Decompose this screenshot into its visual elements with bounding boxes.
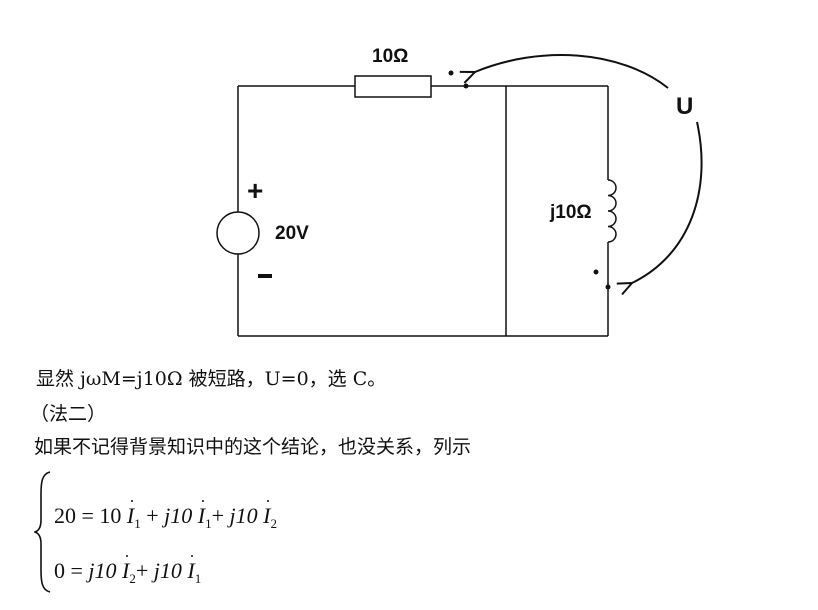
inductor-symbol [607,179,617,243]
eq1-lhs: 20 = 10 [54,503,122,528]
resistor-label: 10Ω [372,46,408,67]
explanation-text: 如果不记得背景知识中的这个结论，也没关系，列示 [34,436,472,458]
conclusion-text: 显然 jωM=j10Ω 被短路，U=0，选 C。 [36,368,387,390]
voltage-source-symbol [216,211,260,255]
equation-brace [34,471,51,593]
equation-1: 20 = 10 I1 + j10 I1+ j10 I2 [54,500,278,532]
eq1-term2-coef: j10 [164,503,198,528]
eq1-term2-var: I [197,500,206,528]
eq2-plus-1: + [135,558,154,583]
plus-sign: + [247,175,263,206]
coupling-dot-right-a [593,269,599,275]
u-arrow-bottom [632,121,703,283]
eq2-term1-sub: 2 [129,571,136,586]
eq1-term3-sub: 2 [270,516,278,531]
coupling-dot-right-b [605,284,611,290]
coupling-dot-top-a [448,70,454,76]
eq2-term1-coef: j10 [88,558,123,583]
resistor-symbol [354,75,432,98]
voltage-u-label: U [676,93,693,120]
circuit-diagram: 10Ω + 20V j10Ω U [216,46,703,337]
eq1-term3-var: I [263,500,271,528]
eq2-term2-sub: 1 [194,571,202,586]
eq2-term2-var: I [187,555,195,583]
wires [237,85,609,337]
u-arrow-top [475,54,669,89]
eq1-term3-coef: j10 [229,503,264,528]
eq1-plus-2: + [211,503,230,528]
eq1-plus-1: + [140,503,165,528]
minus-sign [258,274,272,278]
eq2-lhs: 0 = [54,558,89,583]
eq1-term2-sub: 1 [205,516,212,531]
source-label: 20V [275,223,309,244]
eq1-current-sub: 1 [134,516,141,531]
eq2-term1-var: I [122,555,130,583]
coupling-dot-top-b [463,83,469,89]
eq1-current-var: I [126,500,135,528]
inductor-label: j10Ω [549,202,592,223]
method-two-heading: （法二） [30,403,107,425]
eq2-term2-coef: j10 [153,558,188,583]
equation-2: 0 = j10 I2+ j10 I1 [54,555,202,587]
